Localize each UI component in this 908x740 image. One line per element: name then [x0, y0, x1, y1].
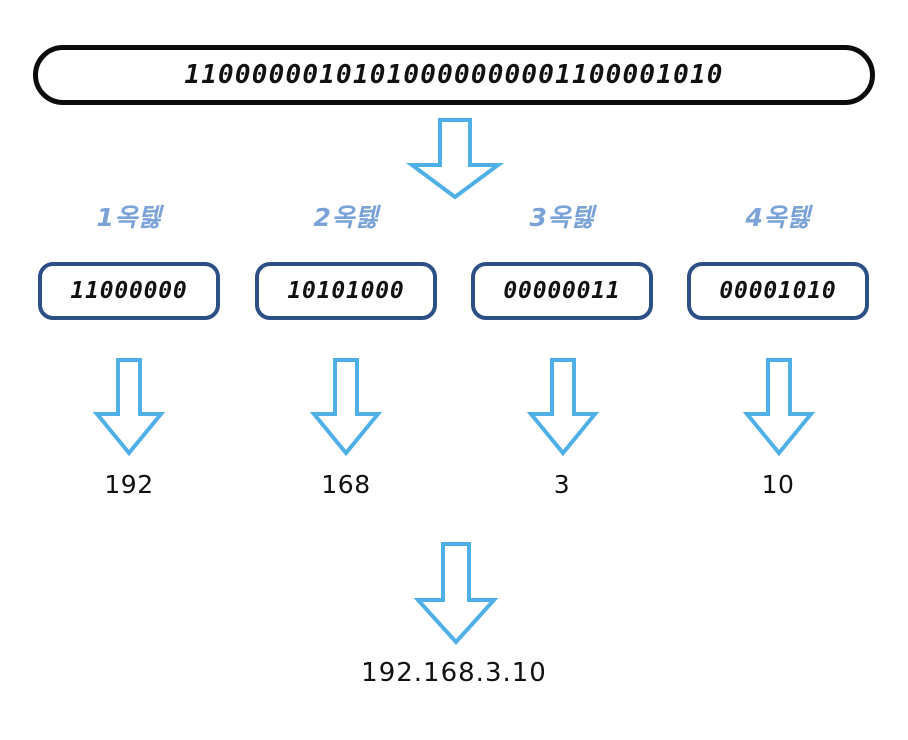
octet-binary-3: 00000011 — [503, 278, 621, 304]
decimal-value-1: 192 — [104, 470, 154, 499]
binary-string-text: 11000000101010000000001100001010 — [184, 60, 724, 90]
convert-down-arrow-2 — [310, 358, 382, 456]
combine-down-arrow — [414, 542, 498, 646]
binary-string-banner: 11000000101010000000001100001010 — [33, 45, 875, 105]
octet-label-3: 3옥텛 — [529, 203, 595, 232]
octet-label-4: 4옥텛 — [745, 203, 811, 232]
octet-binary-1: 11000000 — [70, 278, 188, 304]
octet-box-1: 11000000 — [38, 262, 220, 320]
octet-box-4: 00001010 — [687, 262, 869, 320]
octet-binary-2: 10101000 — [287, 278, 405, 304]
octet-binary-4: 00001010 — [719, 278, 837, 304]
split-down-arrow — [404, 118, 506, 200]
convert-down-arrow-1 — [93, 358, 165, 456]
decimal-value-4: 10 — [761, 470, 795, 499]
decimal-value-2: 168 — [321, 470, 371, 499]
octet-label-1: 1옥텛 — [96, 203, 162, 232]
convert-down-arrow-3 — [527, 358, 599, 456]
octet-box-2: 10101000 — [255, 262, 437, 320]
octet-box-3: 00000011 — [471, 262, 653, 320]
decimal-value-3: 3 — [553, 470, 571, 499]
final-ip-address: 192.168.3.10 — [361, 658, 547, 688]
convert-down-arrow-4 — [743, 358, 815, 456]
octet-label-2: 2옥텛 — [313, 203, 379, 232]
